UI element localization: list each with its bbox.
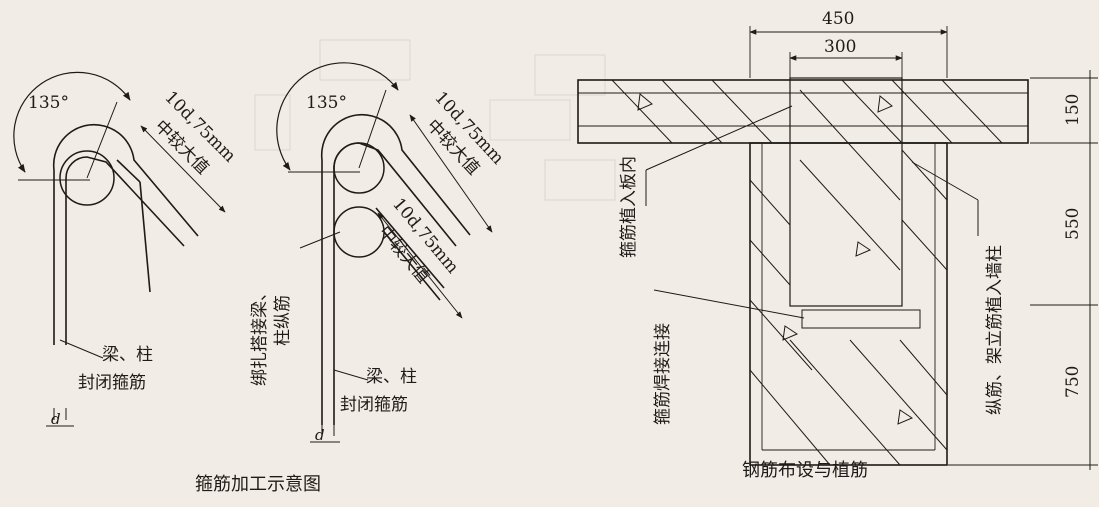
- hook-dimension-line-2: [377, 212, 463, 319]
- dim-750: 750: [1063, 366, 1083, 398]
- dim-450: 450: [822, 9, 854, 29]
- side-note-line2: 柱纵筋: [273, 295, 293, 346]
- wall-hatch: [749, 89, 948, 466]
- bar-label-line1: 梁、柱: [366, 367, 417, 387]
- background-bleed-through: [254, 39, 616, 201]
- side-note-line1: 绑扎搭接梁、: [250, 284, 270, 386]
- hook-dimension-line: [409, 114, 493, 233]
- right-caption: 钢筋布设与植筋: [742, 460, 868, 481]
- slab-hatch: [611, 79, 1003, 144]
- stirrup-outer-line: [52, 123, 199, 345]
- note-long-bars: 纵筋、架立筋植入墙柱: [985, 245, 1005, 415]
- dim-150: 150: [1063, 94, 1083, 126]
- dim-300: 300: [824, 37, 856, 57]
- hook-dimension-line: [140, 125, 226, 213]
- angle-label: 135°: [28, 93, 69, 113]
- bar-label-line2: 封闭箍筋: [78, 373, 146, 393]
- angle-arc: [13, 71, 131, 173]
- stirrup-inner-line: [65, 156, 185, 345]
- angle-label: 135°: [306, 93, 347, 113]
- angle-arc: [276, 62, 399, 171]
- stirrup-double-bar: 135° 10d,75mm 中较大值 10d,75mm 中较大值 绑扎搭接梁、 …: [250, 62, 508, 444]
- bar-diameter-label: d: [51, 410, 61, 428]
- reinforcement-section: 450 300 150 550 750 箍筋植入板内 箍筋焊接连接 纵筋、架立筋…: [577, 9, 1098, 470]
- left-caption: 箍筋加工示意图: [195, 474, 321, 495]
- floor-slab: [577, 79, 1029, 144]
- original-column: [789, 77, 903, 307]
- note-stirrup-into-slab: 箍筋植入板内: [619, 156, 639, 258]
- bar-label-line1: 梁、柱: [102, 345, 153, 365]
- bar-label-line2: 封闭箍筋: [340, 395, 408, 415]
- note-stirrup-weld: 箍筋焊接连接: [653, 323, 673, 425]
- bar-diameter-label: d: [315, 426, 325, 444]
- dim-550: 550: [1063, 208, 1083, 240]
- stirrup-single-bar: 135° 10d,75mm 中较大值 梁、柱 封闭箍筋 d: [13, 71, 240, 428]
